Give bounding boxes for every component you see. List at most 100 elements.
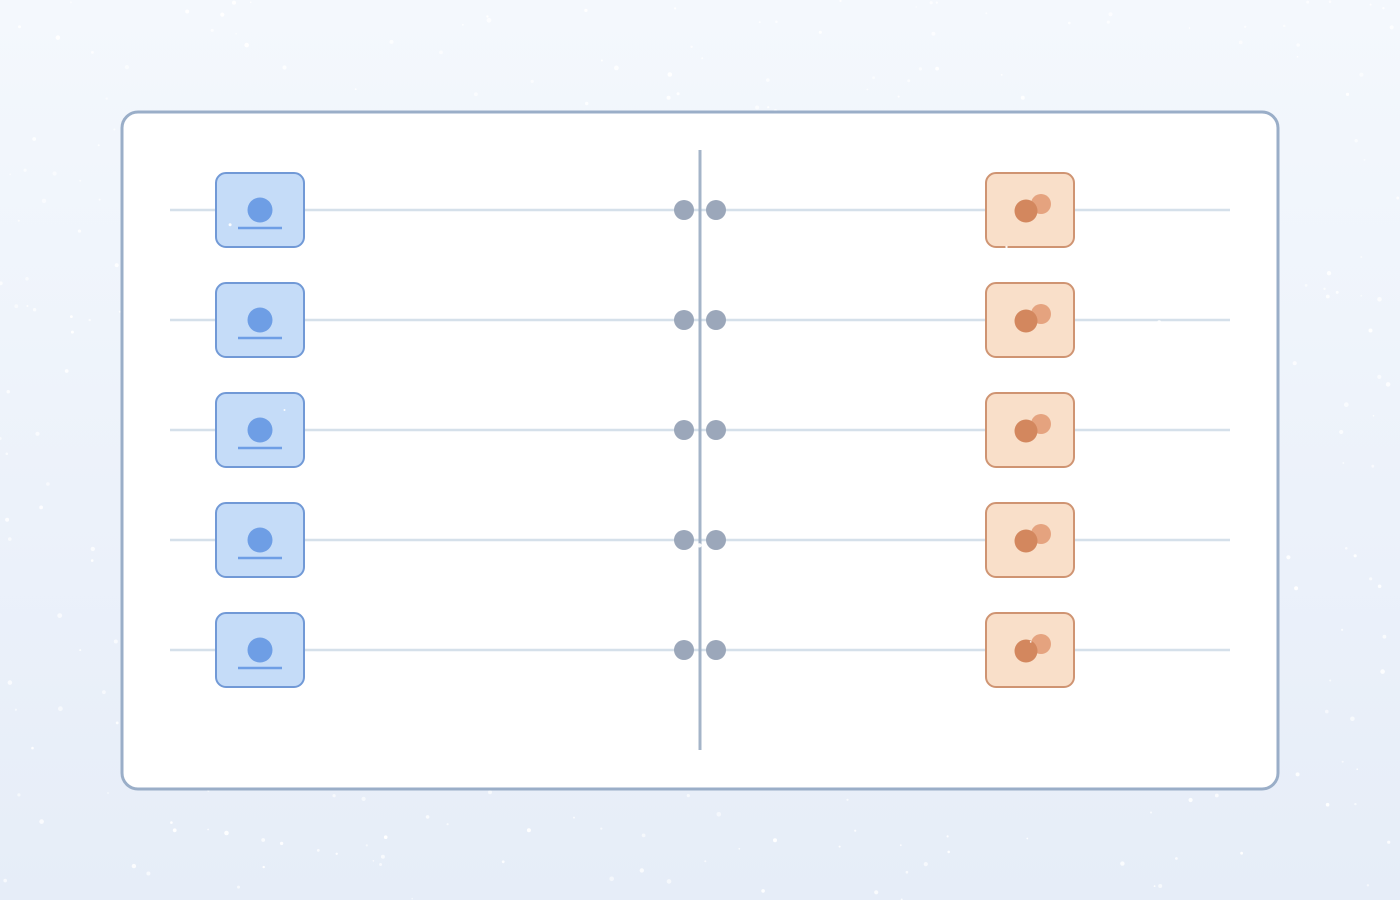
speckle-dot bbox=[950, 476, 955, 481]
speckle-dot bbox=[579, 440, 584, 445]
speckle-dot bbox=[884, 423, 888, 428]
speckle-dot bbox=[282, 65, 287, 70]
speckle-dot bbox=[1029, 641, 1032, 643]
speckle-dot bbox=[207, 828, 210, 831]
speckle-dot bbox=[1345, 547, 1348, 550]
speckle-dot bbox=[854, 829, 857, 832]
speckle-dot bbox=[935, 66, 939, 71]
speckle-dot bbox=[57, 613, 63, 618]
speckle-dot bbox=[915, 6, 917, 8]
speckle-dot bbox=[1188, 27, 1191, 29]
speckle-dot bbox=[1166, 368, 1171, 373]
speckle-dot bbox=[899, 844, 902, 847]
speckle-dot bbox=[456, 240, 461, 246]
speckle-dot bbox=[146, 871, 151, 876]
speckle-dot bbox=[46, 482, 50, 486]
speckle-dot bbox=[332, 794, 336, 798]
speckle-dot bbox=[967, 383, 973, 388]
group-icon-front-circle bbox=[1014, 639, 1038, 663]
speckle-dot bbox=[714, 191, 719, 196]
speckle-dot bbox=[872, 76, 875, 80]
group-icon-front-circle bbox=[1014, 309, 1038, 333]
speckle-dot bbox=[97, 144, 100, 147]
speckle-dot bbox=[113, 639, 118, 644]
speckle-dot bbox=[26, 305, 29, 307]
speckle-dot bbox=[235, 32, 238, 35]
group-card bbox=[985, 172, 1075, 248]
speckle-dot bbox=[639, 868, 644, 873]
speckle-dot bbox=[105, 97, 108, 100]
speckle-dot bbox=[1214, 793, 1219, 798]
speckle-dot bbox=[1372, 415, 1375, 417]
speckle-dot bbox=[686, 794, 690, 798]
speckle-dot bbox=[1329, 679, 1332, 682]
speckle-dot bbox=[1120, 861, 1125, 866]
speckle-dot bbox=[877, 747, 882, 752]
speckle-dot bbox=[716, 812, 722, 817]
speckle-dot bbox=[957, 289, 960, 292]
speckle-dot bbox=[231, 0, 237, 5]
speckle-dot bbox=[58, 706, 63, 712]
speckle-dot bbox=[679, 454, 682, 457]
speckle-dot bbox=[170, 821, 173, 824]
speckle-dot bbox=[124, 65, 129, 70]
speckle-dot bbox=[839, 0, 842, 2]
speckle-dot bbox=[114, 263, 119, 268]
speckle-dot bbox=[1343, 402, 1349, 408]
connector-dot-left bbox=[674, 640, 694, 660]
speckle-dot bbox=[220, 12, 225, 17]
speckle-dot bbox=[237, 885, 240, 889]
speckle-dot bbox=[740, 761, 743, 764]
speckle-dot bbox=[468, 358, 472, 362]
speckle-dot bbox=[640, 508, 643, 511]
speckle-dot bbox=[69, 1, 72, 4]
speckle-dot bbox=[1201, 303, 1204, 306]
speckle-dot bbox=[52, 171, 57, 176]
speckle-dot bbox=[1369, 3, 1372, 6]
speckle-dot bbox=[1296, 55, 1299, 58]
person-icon bbox=[238, 307, 282, 340]
speckle-dot bbox=[1366, 884, 1370, 887]
speckle-dot bbox=[935, 1, 938, 4]
speckle-dot bbox=[1185, 465, 1189, 469]
speckle-dot bbox=[249, 1, 252, 4]
speckle-dot bbox=[907, 79, 911, 83]
speckle-dot bbox=[1238, 40, 1243, 45]
speckle-dot bbox=[23, 168, 27, 172]
speckle-dot bbox=[102, 690, 106, 695]
speckle-dot bbox=[667, 516, 671, 520]
speckle-dot bbox=[88, 318, 91, 322]
group-card bbox=[985, 612, 1075, 688]
speckle-dot bbox=[1396, 196, 1400, 200]
speckle-dot bbox=[705, 409, 709, 413]
speckle-dot bbox=[947, 850, 950, 854]
speckle-dot bbox=[64, 369, 69, 373]
speckle-dot bbox=[1350, 716, 1355, 722]
speckle-dot bbox=[1356, 768, 1358, 770]
speckle-dot bbox=[425, 815, 430, 819]
speckle-dot bbox=[866, 88, 869, 91]
speckle-dot bbox=[1325, 802, 1330, 807]
speckle-dot bbox=[1368, 328, 1373, 333]
speckle-dot bbox=[0, 437, 2, 440]
speckle-dot bbox=[1110, 759, 1113, 762]
speckle-dot bbox=[818, 30, 822, 34]
person-card bbox=[215, 392, 305, 468]
speckle-dot bbox=[773, 838, 777, 843]
speckle-dot bbox=[767, 106, 770, 109]
speckle-dot bbox=[796, 197, 800, 200]
speckle-dot bbox=[372, 860, 375, 862]
speckle-dot bbox=[1377, 297, 1382, 302]
speckle-dot bbox=[1294, 586, 1299, 591]
speckle-dot bbox=[107, 792, 109, 794]
speckle-dot bbox=[316, 849, 320, 852]
speckle-dot bbox=[761, 889, 765, 893]
speckle-dot bbox=[1377, 584, 1382, 589]
cards-layer bbox=[215, 172, 1075, 688]
speckle-dot bbox=[488, 790, 492, 795]
speckle-dot bbox=[253, 719, 256, 723]
speckle-dot bbox=[1026, 837, 1029, 840]
connector-dot-left bbox=[674, 200, 694, 220]
speckle-dot bbox=[98, 198, 101, 201]
